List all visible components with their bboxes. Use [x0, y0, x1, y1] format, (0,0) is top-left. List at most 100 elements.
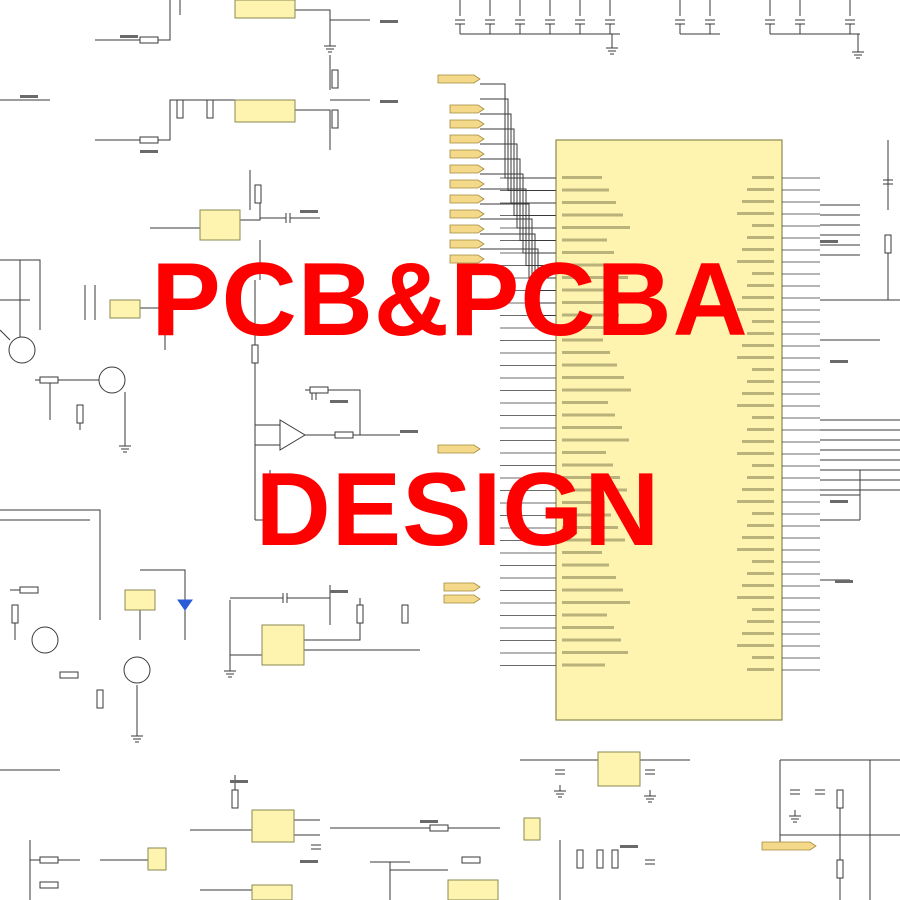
- mcu-pin-name: [742, 296, 774, 299]
- mcu-pin-name: [737, 308, 774, 311]
- mcu-pin-name: [562, 663, 605, 667]
- op-amp: [279, 419, 306, 451]
- resistor: [19, 586, 39, 594]
- transistor: [123, 656, 151, 684]
- mcu-pin-name: [562, 613, 607, 617]
- net-label: [449, 164, 485, 174]
- ic-chip: [261, 624, 305, 666]
- mcu-pin-name: [752, 512, 774, 515]
- ic-chip: [109, 299, 141, 319]
- mcu-pin-name: [562, 188, 609, 192]
- ic-chip: [234, 0, 296, 19]
- net-label: [437, 444, 481, 454]
- ic-chip: [251, 884, 293, 900]
- ic-chip: [124, 589, 156, 611]
- resistor: [331, 109, 339, 129]
- mcu-pin-name: [562, 626, 614, 629]
- ic-chip: [147, 847, 167, 871]
- mcu-pin-name: [747, 332, 774, 335]
- mcu-pin-name: [752, 416, 774, 419]
- mcu-pin-name: [742, 584, 774, 587]
- mcu-pin-name: [562, 451, 606, 454]
- wire: [95, 0, 171, 41]
- tiny-label: [300, 210, 318, 213]
- mcu-pin-name: [737, 548, 774, 551]
- mcu-pin-name: [747, 188, 774, 191]
- mcu-pin-name: [562, 488, 627, 492]
- wire: [95, 99, 235, 141]
- mcu-pin-name: [747, 620, 774, 623]
- transistor: [98, 366, 126, 394]
- net-label: [443, 582, 481, 592]
- schematic-components: [8, 0, 892, 900]
- mcu-pin-name: [737, 596, 774, 599]
- mcu-pin-name: [562, 601, 630, 604]
- microcontroller-chip: [500, 139, 820, 721]
- wire: [0, 259, 41, 330]
- mcu-pin-name: [562, 426, 622, 429]
- wire: [240, 200, 261, 221]
- resistor: [461, 856, 481, 864]
- resistor: [231, 789, 239, 809]
- mcu-pin-name: [562, 388, 631, 392]
- mcu-pin-name: [737, 452, 774, 455]
- tiny-label: [620, 845, 638, 848]
- mcu-pin-name: [562, 438, 629, 442]
- resistor: [139, 136, 159, 144]
- mcu-pin-name: [747, 236, 774, 239]
- net-label: [443, 594, 481, 604]
- ic-chip: [199, 209, 241, 241]
- ic-chip: [597, 751, 641, 787]
- resistor: [884, 234, 892, 254]
- resistor: [206, 99, 214, 119]
- mcu-pin-name: [562, 288, 605, 292]
- resistor: [251, 344, 259, 364]
- resistor: [96, 689, 104, 709]
- mcu-pin-name: [562, 638, 621, 642]
- tiny-label: [20, 95, 38, 98]
- tiny-label: [120, 35, 138, 38]
- mcu-pin-name: [752, 176, 774, 179]
- ic-chip: [234, 99, 296, 123]
- net-label: [449, 209, 485, 219]
- ic-chip: [251, 809, 295, 843]
- mcu-pin-name: [562, 526, 618, 529]
- mcu-pin-name: [562, 263, 621, 267]
- tiny-label: [230, 780, 248, 783]
- mcu-pin-name: [562, 226, 630, 229]
- mcu-pin-name: [562, 476, 620, 479]
- mcu-body: [555, 139, 783, 721]
- resistor: [11, 604, 19, 624]
- resistor: [139, 36, 159, 44]
- mcu-pin-name: [737, 500, 774, 503]
- mcu-pin-name: [737, 212, 774, 215]
- mcu-pin-name: [562, 538, 625, 542]
- wire: [0, 509, 101, 620]
- mcu-pin-name: [562, 376, 624, 379]
- mcu-pin-name: [562, 651, 628, 654]
- wire: [295, 9, 331, 40]
- wire: [140, 569, 186, 640]
- mcu-pin-name: [747, 668, 774, 671]
- net-labels: [437, 74, 817, 851]
- resistor: [309, 386, 329, 394]
- resistor: [39, 376, 59, 384]
- wire: [480, 83, 556, 179]
- tiny-label: [140, 150, 158, 153]
- mcu-pin-name: [747, 284, 774, 287]
- wire: [304, 598, 361, 641]
- ic-chip: [447, 879, 499, 900]
- diode: [177, 599, 193, 611]
- wire: [305, 389, 361, 436]
- mcu-pin-name: [737, 644, 774, 647]
- wire: [229, 600, 262, 656]
- mcu-pin-name: [562, 338, 603, 342]
- resistor: [596, 849, 604, 869]
- tiny-label: [330, 400, 348, 403]
- mcu-pin-name: [562, 176, 602, 179]
- transistor: [8, 336, 36, 364]
- wire: [480, 98, 556, 191]
- mcu-pin-name: [742, 248, 774, 251]
- mcu-pin-name: [752, 656, 774, 659]
